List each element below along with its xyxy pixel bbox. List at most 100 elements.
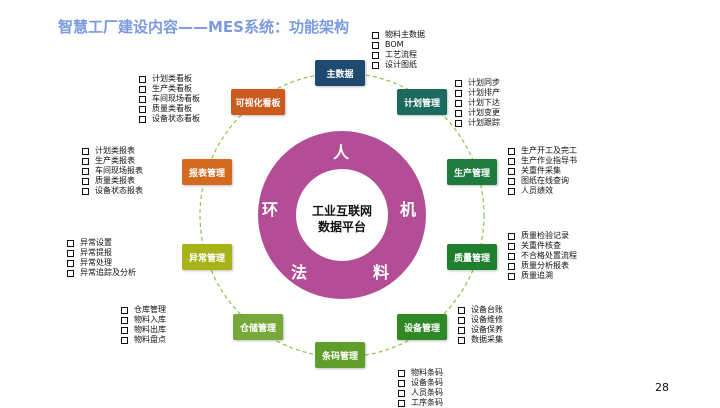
list-item: 质量分析报表: [508, 261, 577, 271]
checkbox-icon: [508, 253, 515, 260]
module-master-data[interactable]: 主数据: [315, 60, 365, 86]
core-label-fa: 法: [291, 263, 308, 282]
list-item: 计划同步: [455, 78, 500, 88]
module-quality-management[interactable]: 质量管理: [447, 244, 497, 270]
list-visual-board: 计划类看板 生产类看板 车间现场看板 质量类看板 设备状态看板: [139, 74, 200, 124]
list-item: 异常追踪及分析: [67, 268, 136, 278]
checkbox-icon: [508, 188, 515, 195]
checkbox-icon: [455, 100, 462, 107]
page-title: 智慧工厂建设内容——MES系统：功能架构: [58, 18, 349, 36]
list-item: 工艺流程: [372, 50, 425, 60]
center-line-2: 数据平台: [317, 220, 366, 234]
module-production-management[interactable]: 生产管理: [447, 159, 497, 185]
list-item: 物料盘点: [121, 335, 166, 345]
list-item: 异常处理: [67, 258, 136, 268]
list-item: 质量类看板: [139, 104, 200, 114]
list-item: 质量检验记录: [508, 231, 577, 241]
module-report-management[interactable]: 报表管理: [182, 159, 232, 185]
checkbox-icon: [508, 233, 515, 240]
checkbox-icon: [82, 188, 89, 195]
checkbox-icon: [398, 390, 405, 397]
list-item: 生产开工及完工: [508, 146, 577, 156]
list-item: 物料出库: [121, 325, 166, 335]
list-exception-management: 异常设置 异常提报 异常处理 异常追踪及分析: [67, 238, 136, 278]
checkbox-icon: [458, 317, 465, 324]
checkbox-icon: [67, 260, 74, 267]
checkbox-icon: [455, 110, 462, 117]
list-warehouse-management: 仓库管理 物料入库 物料出库 物料盘点: [121, 305, 166, 345]
module-visual-board[interactable]: 可视化看板: [231, 89, 285, 115]
list-item: 设计图纸: [372, 60, 425, 70]
list-item: 关重件核查: [508, 241, 577, 251]
list-report-management: 计划类报表 生产类报表 车间现场报表 质量类报表 设备状态报表: [82, 146, 143, 196]
checkbox-icon: [82, 148, 89, 155]
list-item: 不合格处置流程: [508, 251, 577, 261]
list-item: 车间现场报表: [82, 166, 143, 176]
list-quality-management: 质量检验记录 关重件核查 不合格处置流程 质量分析报表 质量追溯: [508, 231, 577, 281]
checkbox-icon: [455, 80, 462, 87]
checkbox-icon: [121, 337, 128, 344]
checkbox-icon: [508, 178, 515, 185]
checkbox-icon: [121, 327, 128, 334]
checkbox-icon: [121, 317, 128, 324]
checkbox-icon: [139, 76, 146, 83]
list-item: 异常设置: [67, 238, 136, 248]
page-number: 28: [655, 381, 669, 394]
checkbox-icon: [139, 96, 146, 103]
module-exception-management[interactable]: 异常管理: [182, 244, 232, 270]
center-platform-label: 工业互联网 数据平台: [302, 203, 382, 235]
list-item: 数据采集: [458, 335, 503, 345]
checkbox-icon: [508, 168, 515, 175]
list-item: 质量追溯: [508, 271, 577, 281]
list-item: 生产作业指导书: [508, 156, 577, 166]
module-plan-management[interactable]: 计划管理: [397, 89, 447, 115]
module-barcode-management[interactable]: 条码管理: [315, 342, 365, 368]
list-item: 设备保养: [458, 325, 503, 335]
core-label-liao: 料: [373, 263, 390, 282]
list-item: 计划类报表: [82, 146, 143, 156]
list-item: 人员条码: [398, 388, 443, 398]
checkbox-icon: [139, 106, 146, 113]
list-item: 异常提报: [67, 248, 136, 258]
list-item: 计划下达: [455, 98, 500, 108]
checkbox-icon: [508, 273, 515, 280]
module-warehouse-management[interactable]: 仓储管理: [233, 314, 283, 340]
list-item: 质量类报表: [82, 176, 143, 186]
list-item: 工序条码: [398, 398, 443, 408]
checkbox-icon: [82, 178, 89, 185]
list-master-data: 物料主数据 BOM 工艺流程 设计图纸: [372, 30, 425, 70]
list-item: 设备状态报表: [82, 186, 143, 196]
list-item: 物料条码: [398, 368, 443, 378]
list-equipment-management: 设备台账 设备维修 设备保养 数据采集: [458, 305, 503, 345]
list-item: 设备条码: [398, 378, 443, 388]
list-item: 计划变更: [455, 108, 500, 118]
list-production-management: 生产开工及完工 生产作业指导书 关重件采集 图纸在线查询 人员绩效: [508, 146, 577, 196]
checkbox-icon: [508, 263, 515, 270]
list-item: 物料主数据: [372, 30, 425, 40]
core-label-ren: 人: [333, 143, 350, 162]
list-item: 设备状态看板: [139, 114, 200, 124]
checkbox-icon: [458, 337, 465, 344]
list-item: 生产类看板: [139, 84, 200, 94]
checkbox-icon: [139, 116, 146, 123]
list-item: 计划类看板: [139, 74, 200, 84]
list-item: 关重件采集: [508, 166, 577, 176]
list-item: 人员绩效: [508, 186, 577, 196]
list-item: 计划排产: [455, 88, 500, 98]
list-item: 设备维修: [458, 315, 503, 325]
checkbox-icon: [372, 42, 379, 49]
checkbox-icon: [139, 86, 146, 93]
list-item: 仓库管理: [121, 305, 166, 315]
core-label-huan: 环: [262, 200, 279, 219]
core-inner-circle: [296, 169, 388, 261]
center-line-1: 工业互联网: [311, 204, 372, 218]
checkbox-icon: [67, 250, 74, 257]
checkbox-icon: [398, 380, 405, 387]
list-barcode-management: 物料条码 设备条码 人员条码 工序条码: [398, 368, 443, 408]
checkbox-icon: [508, 158, 515, 165]
list-item: 计划跟踪: [455, 118, 500, 128]
module-equipment-management[interactable]: 设备管理: [397, 314, 447, 340]
checkbox-icon: [458, 307, 465, 314]
core-label-ji: 机: [400, 200, 417, 219]
